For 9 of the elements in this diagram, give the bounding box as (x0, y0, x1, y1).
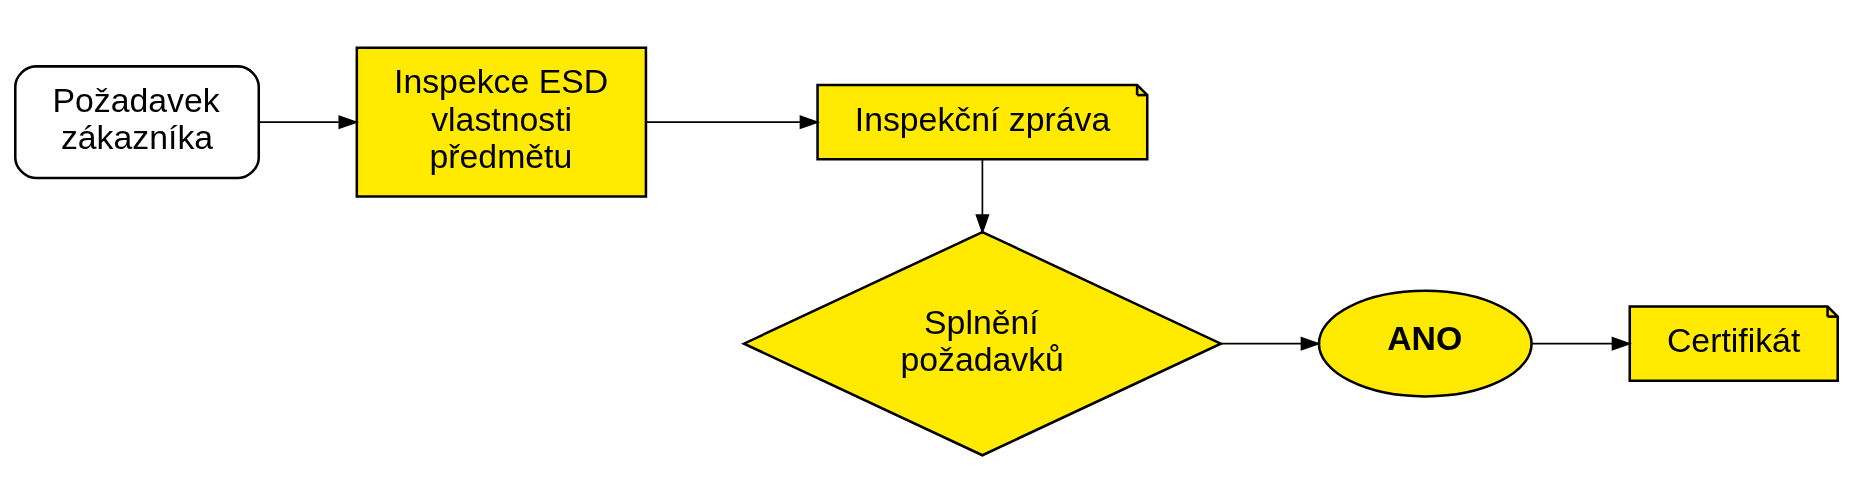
node-ellipse: ANO (1317, 289, 1533, 398)
arrow (975, 158, 990, 235)
node-box: Požadavek zákazníka (14, 64, 261, 179)
arrow (1220, 336, 1321, 351)
arrow (645, 114, 820, 129)
arrow (258, 114, 359, 129)
arrow (1531, 336, 1632, 351)
node-box: Inspekce ESD vlastnosti předmětu (355, 46, 648, 198)
node-diamond: Splnění požadavků (741, 230, 1224, 457)
